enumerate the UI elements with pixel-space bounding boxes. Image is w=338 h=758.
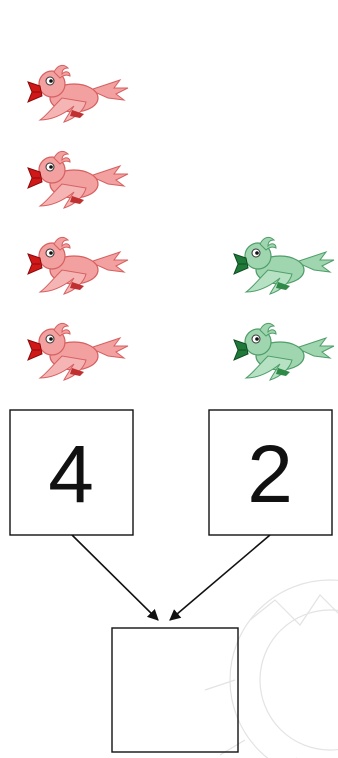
red-bird-icon bbox=[28, 65, 128, 122]
left-number-box: 4 bbox=[10, 410, 133, 535]
red-bird-icon bbox=[28, 237, 128, 294]
right-number-box: 2 bbox=[209, 410, 332, 535]
arrow-left bbox=[72, 535, 158, 620]
left-number: 4 bbox=[48, 429, 94, 520]
green-bird-icon bbox=[234, 237, 334, 294]
watermark-gear bbox=[205, 580, 338, 758]
result-box[interactable] bbox=[112, 628, 238, 752]
arrow-right bbox=[170, 535, 270, 620]
red-bird-icon bbox=[28, 151, 128, 208]
bird-group-left bbox=[28, 65, 128, 380]
bird-group-right bbox=[234, 237, 334, 380]
right-number: 2 bbox=[247, 429, 293, 520]
red-bird-icon bbox=[28, 323, 128, 380]
green-bird-icon bbox=[234, 323, 334, 380]
